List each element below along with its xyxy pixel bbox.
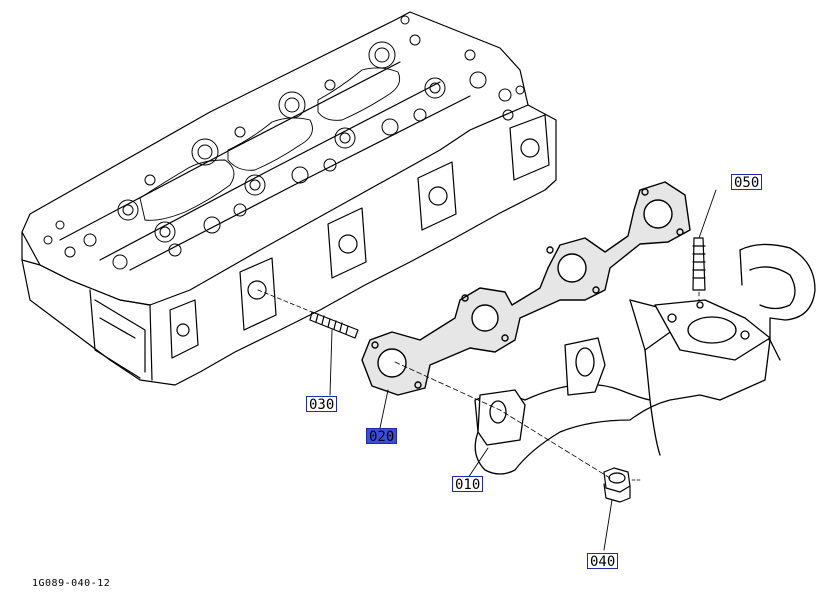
stud-030 (257, 289, 359, 396)
cylinder-head (21, 11, 557, 386)
exhaust-manifold (474, 243, 816, 475)
callout-010[interactable]: 010 (452, 476, 484, 493)
callout-050[interactable]: 050 (731, 174, 763, 191)
exhaust-gasket (361, 181, 691, 396)
callout-040[interactable]: 040 (587, 553, 619, 570)
callout-020[interactable]: 020 (366, 428, 398, 445)
stud-050 (692, 189, 717, 319)
leader-020 (379, 389, 389, 429)
flange-nut-040 (603, 467, 641, 551)
alignment-line (394, 361, 611, 479)
callout-030[interactable]: 030 (306, 396, 338, 413)
leader-010 (467, 447, 489, 479)
figure-code: 1G089-040-12 (32, 578, 111, 589)
